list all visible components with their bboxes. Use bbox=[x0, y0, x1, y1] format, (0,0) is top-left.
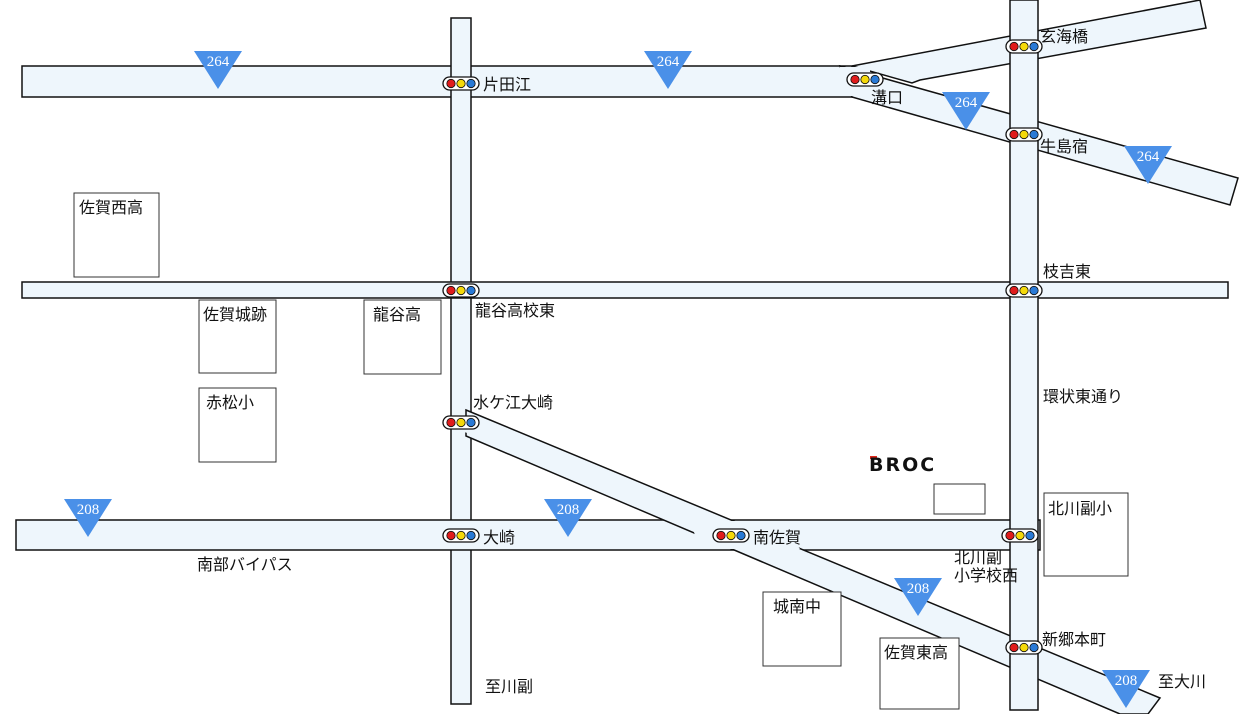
route-264-marker-1: 264 bbox=[194, 51, 242, 89]
jonan-building bbox=[762, 591, 842, 667]
traffic-signal-icon bbox=[442, 415, 480, 430]
route-208-marker-4: 208 bbox=[1102, 670, 1150, 708]
intersection-labels: 片田江 溝口 玄海橋 牛島宿 枝吉東 龍谷高校東 水ケ江大崎 大崎 南佐賀 北川… bbox=[473, 27, 1106, 649]
landmarks: 佐賀西高 佐賀城跡 龍谷高 赤松小 北川副小 城南中 佐賀東高 bbox=[73, 192, 1129, 710]
east-west-road-middle bbox=[21, 281, 1229, 299]
osaki-label: 大崎 bbox=[483, 528, 515, 547]
jonan-label: 城南中 bbox=[773, 597, 821, 616]
route-208-marker-2: 208 bbox=[544, 499, 592, 537]
broc-logo-text: BROC bbox=[869, 454, 936, 476]
ryukoku-building bbox=[363, 299, 442, 375]
traffic-signal-icon bbox=[1005, 283, 1043, 298]
south-bypass-label: 南部バイパス bbox=[197, 555, 293, 574]
route-264-number: 264 bbox=[657, 54, 680, 70]
genkaibashi-label: 玄海橋 bbox=[1040, 27, 1088, 46]
route-208-number: 208 bbox=[907, 581, 930, 597]
to-okawa-label: 至大川 bbox=[1158, 672, 1206, 691]
traffic-signal-icon bbox=[712, 528, 750, 543]
traffic-signal-icon bbox=[846, 72, 884, 87]
route-208-number: 208 bbox=[1115, 673, 1138, 689]
traffic-signal-icon bbox=[1005, 640, 1043, 655]
shingo-honmachi-label: 新郷本町 bbox=[1042, 630, 1106, 649]
traffic-signal-icon bbox=[442, 528, 480, 543]
route-264-marker-2: 264 bbox=[644, 51, 692, 89]
akamatsu-building bbox=[198, 387, 277, 463]
kitagawazoe-building bbox=[1043, 492, 1129, 577]
saga-higashi-label: 佐賀東高 bbox=[884, 643, 948, 662]
ushijimashuku-label: 牛島宿 bbox=[1040, 137, 1088, 156]
kitagawazoe-west-label-2: 小学校西 bbox=[954, 566, 1018, 585]
akamatsu-label: 赤松小 bbox=[206, 393, 254, 412]
traffic-signal-icon bbox=[1001, 528, 1039, 543]
broc-logo: BROC bbox=[869, 454, 936, 476]
route-264-number: 264 bbox=[1137, 149, 1160, 165]
minami-saga-label: 南佐賀 bbox=[753, 528, 801, 547]
saga-higashi-building bbox=[879, 637, 960, 710]
route-208-marker-3: 208 bbox=[894, 578, 942, 616]
traffic-signal-icon bbox=[1005, 39, 1043, 54]
route-markers: 264 264 264 264 208 208 208 208 bbox=[64, 51, 1172, 708]
route-208-number: 208 bbox=[77, 502, 100, 518]
route-264-number: 264 bbox=[207, 54, 230, 70]
route-264-number: 264 bbox=[955, 95, 978, 111]
ring-east-label: 環状東通り bbox=[1043, 387, 1123, 406]
saga-nishi-label: 佐賀西高 bbox=[79, 198, 143, 217]
route-264-marker-3: 264 bbox=[942, 92, 990, 130]
traffic-signals bbox=[442, 39, 1043, 655]
edayoshi-east-label: 枝吉東 bbox=[1043, 262, 1091, 281]
road-labels: 環状東通り 南部バイパス 至川副 至大川 bbox=[197, 387, 1206, 696]
kitagawazoe-label: 北川副小 bbox=[1048, 499, 1112, 518]
traffic-signal-icon bbox=[442, 283, 480, 298]
to-kawazoe-label: 至川副 bbox=[485, 677, 533, 696]
route-264-road-west bbox=[21, 65, 853, 98]
route-264-marker-4: 264 bbox=[1124, 146, 1172, 184]
north-south-road-west bbox=[450, 17, 472, 705]
mizo-label: 溝口 bbox=[871, 88, 903, 107]
broc-logo-accent bbox=[870, 456, 877, 459]
kitagawazoe-west-label-1: 北川副 bbox=[954, 548, 1002, 567]
saga-nishi-building bbox=[73, 192, 160, 278]
route-208-road bbox=[15, 519, 1041, 551]
traffic-signal-icon bbox=[1005, 127, 1043, 142]
katadae-label: 片田江 bbox=[483, 75, 531, 94]
saga-castle-label: 佐賀城跡 bbox=[203, 305, 267, 324]
ryukoku-label: 龍谷高 bbox=[373, 305, 421, 324]
saga-castle-building bbox=[198, 299, 277, 374]
ryukoku-east-label: 龍谷高校東 bbox=[475, 301, 555, 320]
broc-building bbox=[933, 483, 986, 515]
route-208-number: 208 bbox=[557, 502, 580, 518]
route-208-marker-1: 208 bbox=[64, 499, 112, 537]
traffic-signal-icon bbox=[442, 76, 480, 91]
mizukae-osaki-label: 水ケ江大崎 bbox=[473, 393, 553, 412]
